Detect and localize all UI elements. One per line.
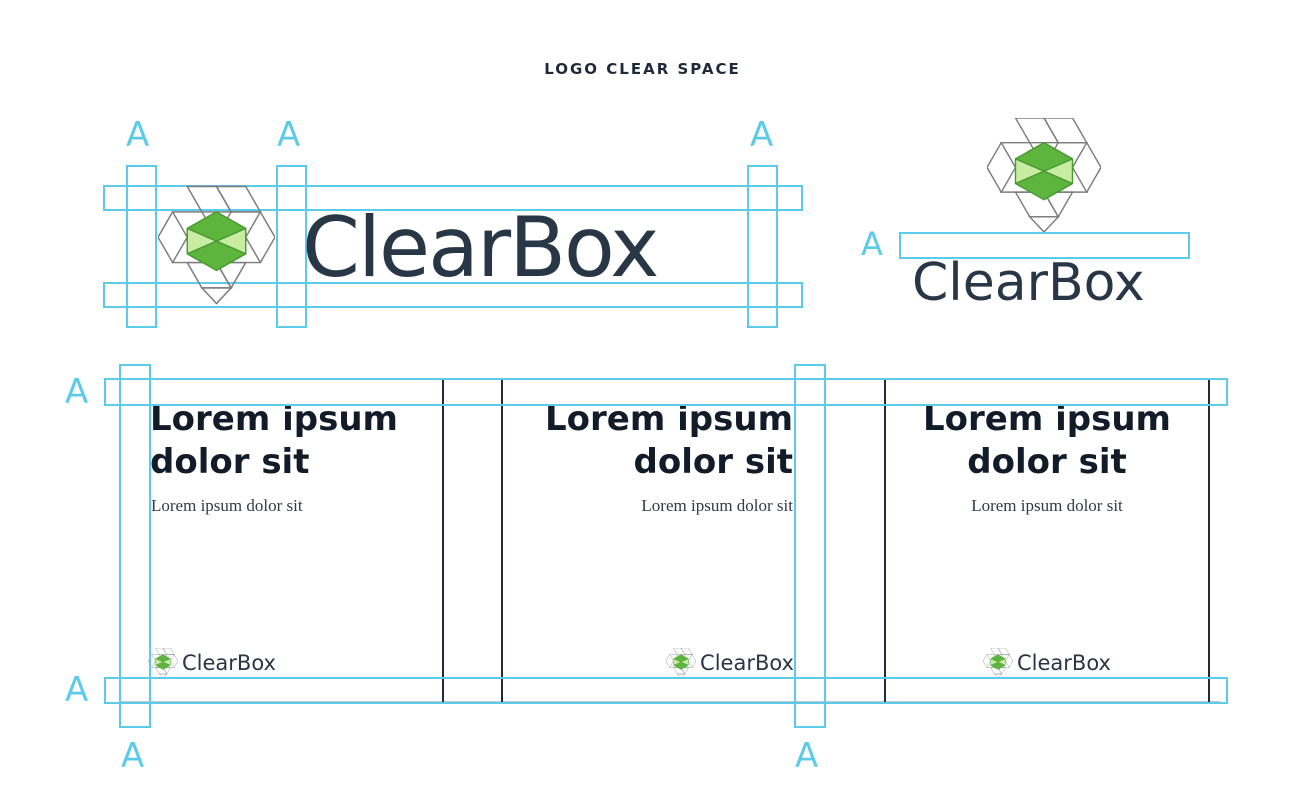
card-divider	[442, 378, 444, 702]
cards-frame-bottom	[120, 701, 1220, 702]
card-body-text: Lorem ipsum dolor sit	[151, 496, 303, 515]
card-heading: Lorem ipsum dolor sit	[503, 398, 793, 484]
clearspace-guide-right	[794, 364, 826, 728]
card-divider	[501, 378, 503, 702]
clearbox-logo-icon	[666, 648, 696, 678]
card-logo-text: ClearBox	[700, 651, 794, 675]
card-heading-line: dolor sit	[633, 442, 793, 482]
card-divider	[1208, 378, 1210, 702]
clearspace-guide-bottom	[104, 677, 1228, 704]
page-title: LOGO CLEAR SPACE	[544, 60, 741, 78]
clearspace-label-a: A	[65, 670, 89, 710]
card-logo-text: ClearBox	[182, 651, 276, 675]
clearspace-guide-left	[119, 364, 151, 728]
clearbox-logo-icon	[148, 648, 178, 678]
clearbox-logo-icon	[983, 648, 1013, 678]
clearspace-label-a: A	[795, 736, 819, 776]
card-logo: ClearBox	[503, 648, 794, 678]
card-body-text: Lorem ipsum dolor sit	[971, 496, 1123, 515]
card-divider	[884, 378, 886, 702]
clearbox-logo-icon	[987, 118, 1101, 232]
clearspace-label-a: A	[65, 372, 89, 412]
clearspace-guide-top	[104, 378, 1228, 406]
clearspace-guide-right	[747, 165, 778, 328]
brand-wordmark: ClearBox	[302, 199, 659, 296]
brand-wordmark: ClearBox	[912, 253, 1145, 313]
clearspace-label-a: A	[277, 115, 301, 155]
clearspace-label-a: A	[121, 736, 145, 776]
clearspace-guide-left	[126, 165, 157, 328]
clearspace-label-a: A	[750, 115, 774, 155]
card-logo: ClearBox	[148, 648, 276, 678]
card-heading-line: dolor sit	[150, 442, 310, 482]
card-logo: ClearBox	[886, 648, 1208, 678]
card-logo-text: ClearBox	[1017, 651, 1111, 675]
clearbox-logo-icon	[158, 184, 275, 306]
clearspace-guide-middle	[899, 232, 1190, 259]
clearspace-label-a: A	[126, 115, 150, 155]
card-body-text: Lorem ipsum dolor sit	[641, 496, 793, 515]
clearspace-label-a: A	[861, 225, 883, 263]
card-heading-line: dolor sit	[967, 442, 1127, 482]
clearspace-guide-top	[103, 185, 803, 211]
clearspace-guide-bottom	[103, 282, 803, 308]
card-heading: Lorem ipsum dolor sit	[150, 398, 398, 484]
card-heading: Lorem ipsum dolor sit	[886, 398, 1208, 484]
clearspace-guide-middle	[276, 165, 307, 328]
